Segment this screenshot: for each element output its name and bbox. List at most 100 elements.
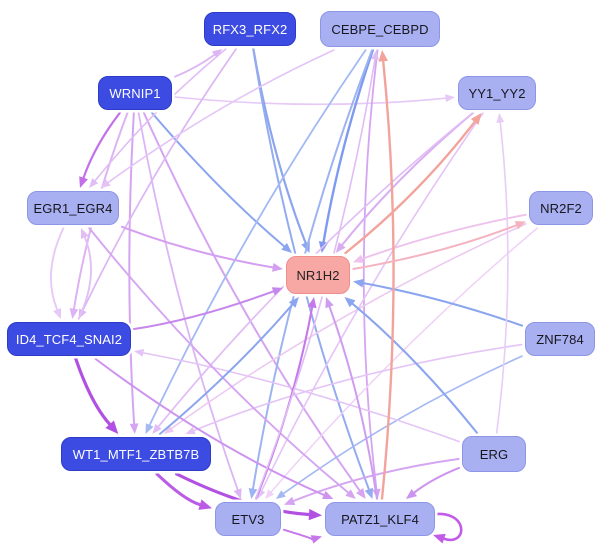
node-RFX3_RFX2[interactable]: RFX3_RFX2 [204,12,296,46]
edge-CEBPE_CEBPD-WT1_MTF1_ZBTB7B-arrowhead [145,423,154,434]
node-WRNIP1[interactable]: WRNIP1 [98,76,172,110]
graph-node-label: PATZ1_KLF4 [341,511,419,527]
edge-EGR1_EGR4-PATZ1_KLF4 [88,227,349,494]
edge-WT1_MTF1_ZBTB7B-ETV3-arrowhead [198,499,212,510]
edge-ID4_TCF4_SNAI2-PATZ1_KLF4 [94,358,325,496]
edge-PATZ1_KLF4-CEBPE_CEBPD [380,60,395,501]
edge-WRNIP1-ETV3 [137,112,239,491]
edge-NR2F2-WT1_MTF1_ZBTB7B [170,223,527,430]
edge-NR2F2-WT1_MTF1_ZBTB7B-arrowhead [163,425,174,434]
edge-ERG-YY1_YY2-arrowhead [496,113,505,123]
edge-NR2F2-NR1H2-arrowhead [353,254,365,263]
node-ID4_TCF4_SNAI2[interactable]: ID4_TCF4_SNAI2 [7,322,131,356]
edge-WRNIP1-ID4_TCF4_SNAI2-arrowhead [69,308,79,319]
edge-PATZ1_KLF4-PATZ1_KLF4-arrowhead [433,533,446,544]
edge-ZNF784-ETV3-arrowhead [275,490,286,499]
graph-node-label: WRNIP1 [109,85,161,101]
edge-ERG-NR1H2-arrowhead [344,297,356,308]
node-WT1_MTF1_ZBTB7B[interactable]: WT1_MTF1_ZBTB7B [61,437,211,471]
edge-WRNIP1-PATZ1_KLF4-arrowhead [356,487,366,499]
edge-ID4_TCF4_SNAI2-NR1H2 [133,290,275,331]
graph-node-label: NR1H2 [296,267,340,283]
edge-NR2F2-ETV3-arrowhead [265,489,275,499]
edge-PATZ1_KLF4-CEBPE_CEBPD-arrowhead [378,50,389,62]
edge-CEBPE_CEBPD-EGR1_EGR4 [107,49,335,184]
edge-WT1_MTF1_ZBTB7B-NR1H2-arrowhead [288,297,299,308]
edge-ETV3-PATZ1_KLF4 [283,528,314,541]
node-NR1H2[interactable]: NR1H2 [286,256,350,294]
edge-WRNIP1-RFX3_RFX2-arrowhead [211,49,223,59]
edge-WRNIP1-EGR1_EGR4-arrowhead [79,176,88,188]
edge-ZNF784-ETV3 [282,355,523,495]
graph-node-label: ID4_TCF4_SNAI2 [15,331,123,347]
edge-WRNIP1-NR1H2-arrowhead [281,242,293,253]
graph-node-label: ZNF784 [536,331,584,347]
edge-WRNIP1-YY1_YY2-arrowhead [445,94,455,103]
edge-NR2F2-NR1H2 [361,213,527,260]
edge-ETV3-CEBPE_CEBPD-arrowhead [371,50,379,61]
edge-ZNF784-NR1H2-arrowhead [353,278,365,288]
edge-ID4_TCF4_SNAI2-PATZ1_KLF4-arrowhead [322,490,334,499]
edge-NR1H2-NR2F2 [352,224,518,271]
node-YY1_YY2[interactable]: YY1_YY2 [458,76,536,110]
edge-WT1_MTF1_ZBTB7B-ETV3 [155,472,202,507]
edge-RFX3_RFX2-EGR1_EGR4 [94,48,227,182]
graph-node-label: ERG [479,446,509,462]
edge-ZNF784-NR1H2 [362,282,523,327]
edge-PATZ1_KLF4-NR1H2 [328,305,378,500]
edge-WRNIP1-YY1_YY2 [174,96,447,106]
edge-ERG-ETV3 [292,457,460,502]
edge-CEBPE_CEBPD-NR1H2 [322,48,375,244]
edge-ZNF784-WT1_MTF1_ZBTB7B-arrowhead [185,426,196,435]
edge-ID4_TCF4_SNAI2-NR1H2-arrowhead [271,287,283,296]
edge-CEBPE_CEBPD-EGR1_EGR4-arrowhead [100,179,111,188]
edge-ERG-ETV3-arrowhead [284,496,296,505]
graph-node-label: WT1_MTF1_ZBTB7B [72,446,200,462]
graph-node-label: EGR1_EGR4 [33,200,113,216]
edge-WT1_MTF1_ZBTB7B-NR1H2 [158,303,294,435]
edge-ERG-PATZ1_KLF4 [413,466,461,494]
edge-RFX3_RFX2-EGR1_EGR4-arrowhead [89,178,99,188]
edge-YY1_YY2-NR1H2-arrowhead [335,242,346,253]
graph-node-label: ETV3 [231,511,265,527]
edge-WRNIP1-EGR1_EGR4 [82,111,121,179]
graph-node-label: NR2F2 [540,200,582,216]
node-ERG[interactable]: ERG [462,436,526,472]
edge-ID4_TCF4_SNAI2-EGR1_EGR4-arrowhead [80,228,89,240]
node-ETV3[interactable]: ETV3 [215,502,281,536]
edge-ID4_TCF4_SNAI2-WT1_MTF1_ZBTB7B [74,357,112,426]
node-EGR1_EGR4[interactable]: EGR1_EGR4 [27,191,119,225]
edge-CEBPE_CEBPD-WT1_MTF1_ZBTB7B [148,49,367,426]
edge-WRNIP1-PATZ1_KLF4 [142,112,361,492]
edge-YY1_YY2-ETV3 [260,112,484,492]
edge-ERG-ID4_TCF4_SNAI2-arrowhead [134,348,145,357]
edge-EGR1_EGR4-PATZ1_KLF4-arrowhead [345,489,356,499]
edge-WT1_MTF1_ZBTB7B-PATZ1_KLF4-arrowhead [308,508,322,521]
edge-ID4_TCF4_SNAI2-EGR1_EGR4 [77,236,92,320]
edge-CEBPE_CEBPD-PATZ1_KLF4 [362,49,379,491]
node-NR2F2[interactable]: NR2F2 [529,191,593,225]
edge-RFX3_RFX2-PATZ1_KLF4-arrowhead [364,487,373,499]
node-CEBPE_CEBPD[interactable]: CEBPE_CEBPD [320,11,440,47]
edge-EGR1_EGR4-ID4_TCF4_SNAI2-arrowhead [53,307,62,319]
node-PATZ1_KLF4[interactable]: PATZ1_KLF4 [325,502,435,536]
edge-NR1H2-YY1_YY2 [344,120,476,255]
graph-node-label: CEBPE_CEBPD [331,21,429,37]
edge-NR1H2-NR2F2-arrowhead [514,221,526,230]
edge-RFX3_RFX2-ID4_TCF4_SNAI2 [82,48,237,312]
edge-ERG-NR1H2 [351,302,479,435]
edge-EGR1_EGR4-NR1H2-arrowhead [272,263,283,272]
edge-ZNF784-WT1_MTF1_ZBTB7B [193,343,523,432]
edge-ERG-PATZ1_KLF4-arrowhead [405,488,418,499]
edge-ID4_TCF4_SNAI2-WT1_MTF1_ZBTB7B-arrowhead [105,420,119,434]
edge-EGR1_EGR4-NR1H2 [121,225,274,269]
edge-WRNIP1-NR1H2 [151,112,286,248]
edge-NR1H2-YY1_YY2-arrowhead [470,113,482,125]
edge-CEBPE_CEBPD-ETV3-arrowhead [248,488,258,499]
edge-WRNIP1-RFX3_RFX2 [174,53,216,78]
edge-WRNIP1-ETV3-arrowhead [233,488,242,499]
edge-ETV3-PATZ1_KLF4-arrowhead [310,535,322,544]
node-ZNF784[interactable]: ZNF784 [525,322,595,356]
